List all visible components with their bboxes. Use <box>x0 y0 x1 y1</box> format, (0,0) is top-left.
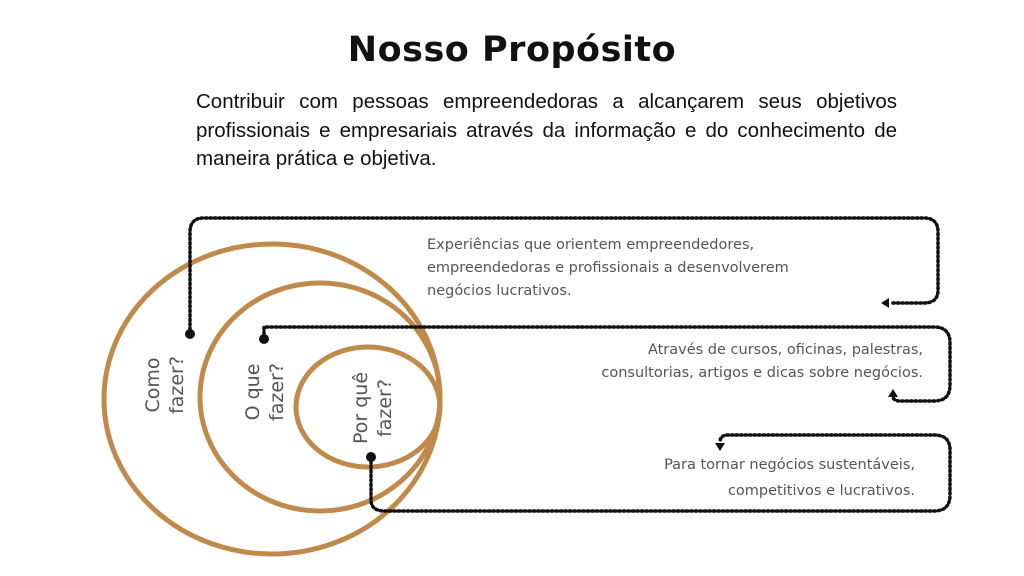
dot-why <box>366 452 376 462</box>
page-title: Nosso Propósito <box>347 30 677 70</box>
connector-why <box>369 433 952 513</box>
arrow-down-icon <box>715 443 725 451</box>
arrow-up-icon <box>888 389 898 397</box>
middle-ring-what <box>197 280 443 514</box>
dot-what <box>259 334 269 344</box>
arrow-left-icon <box>881 298 889 308</box>
description-what: Através de cursos, oficinas, palestras, … <box>601 342 923 381</box>
dot-how <box>185 329 195 339</box>
description-why: Para tornar negócios sustentáveis, compe… <box>664 457 915 499</box>
connector-what <box>262 325 952 403</box>
connector-how <box>188 216 940 336</box>
description-how: Experiências que orientem empreendedores… <box>427 237 789 299</box>
purpose-statement: Contribuir com pessoas empreendedoras a … <box>196 90 897 170</box>
inner-ring-why <box>293 344 443 470</box>
